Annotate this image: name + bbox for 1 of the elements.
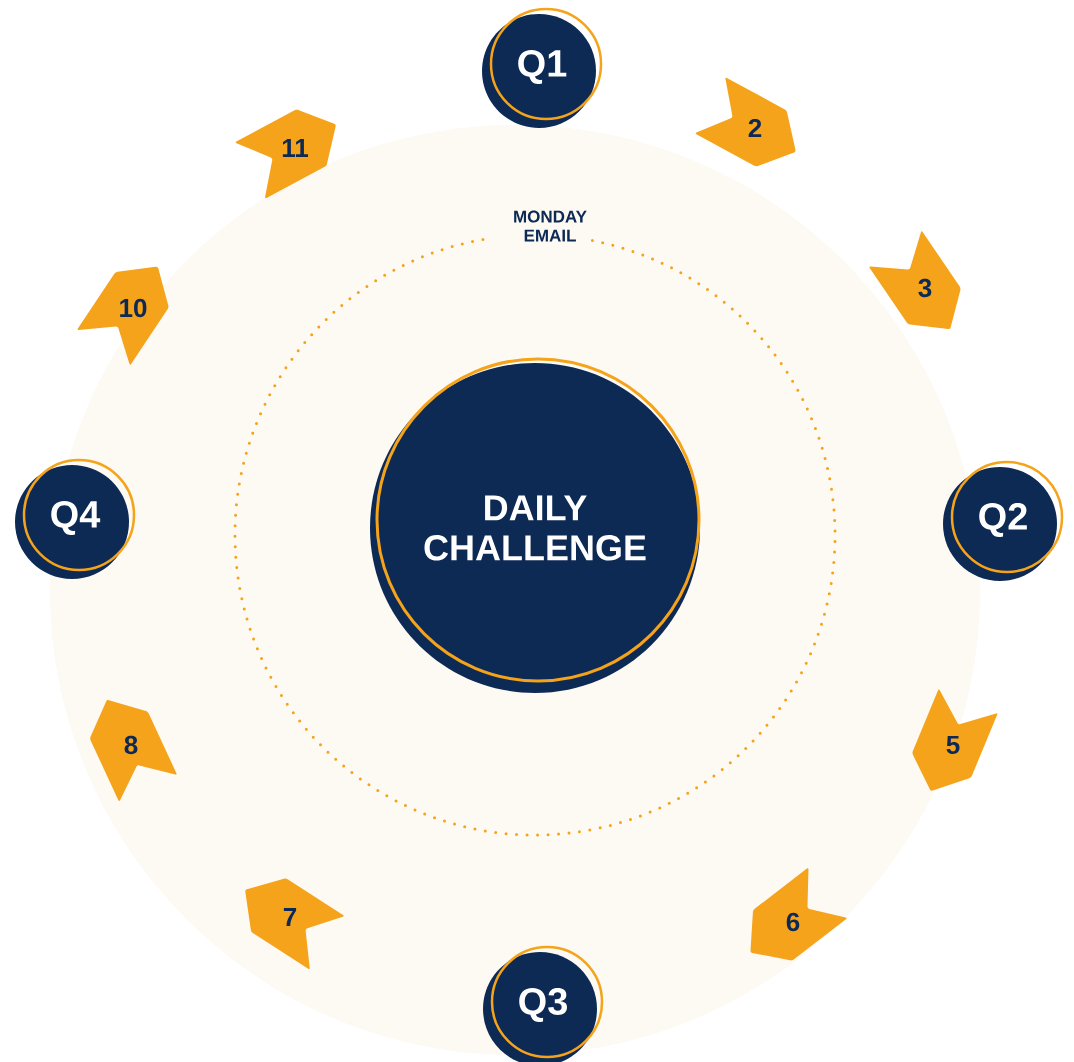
label-text: MONDAY EMAIL bbox=[514, 210, 587, 242]
